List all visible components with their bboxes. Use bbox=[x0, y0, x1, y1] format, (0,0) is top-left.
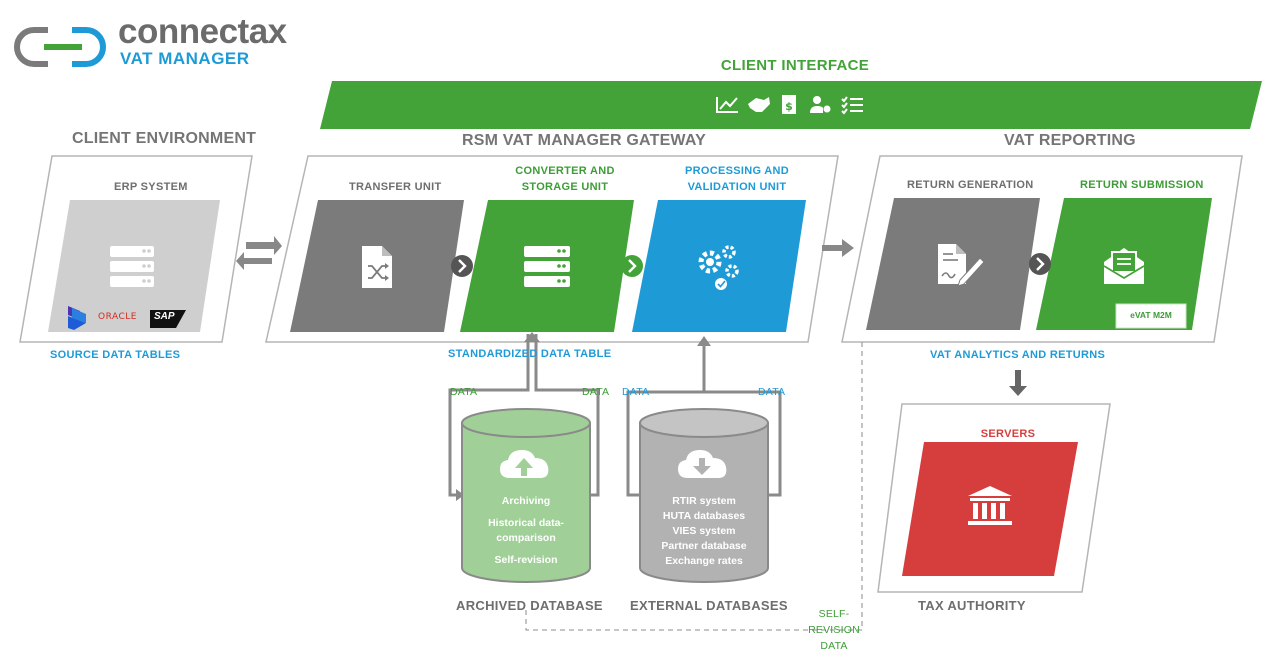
erp-system-label: ERP SYSTEM bbox=[114, 181, 188, 193]
cloud-download-icon bbox=[678, 450, 727, 478]
envelope-document-icon bbox=[1103, 248, 1145, 284]
handshake-icon bbox=[748, 97, 770, 112]
tax-authority-caption: TAX AUTHORITY bbox=[918, 598, 1026, 613]
client-environment-title: CLIENT ENVIRONMENT bbox=[72, 130, 257, 147]
document-sign-icon bbox=[938, 244, 985, 287]
connector-arrow-up-2 bbox=[697, 336, 711, 346]
transfer-unit-label: TRANSFER UNIT bbox=[349, 181, 442, 193]
connector-arrow-up-1 bbox=[524, 332, 540, 342]
archived-database-caption: ARCHIVED DATABASE bbox=[456, 598, 603, 613]
self-revision-label: SELF- REVISION DATA bbox=[808, 608, 860, 652]
bidirectional-arrows bbox=[236, 236, 282, 270]
invoice-icon: $ bbox=[782, 95, 796, 114]
reporting-to-tax-arrow bbox=[1009, 370, 1027, 396]
brand-name: connectax bbox=[118, 12, 287, 51]
circle-arrow-2 bbox=[621, 255, 643, 277]
svg-text:$: $ bbox=[785, 100, 793, 113]
gears-check-icon bbox=[698, 245, 739, 290]
archived-items: Archiving Historical data- comparison Se… bbox=[488, 495, 564, 566]
external-databases-caption: EXTERNAL DATABASES bbox=[630, 598, 788, 613]
data-label-external-left: DATA bbox=[622, 386, 650, 398]
processing-unit-label: PROCESSING AND VALIDATION UNIT bbox=[684, 165, 790, 193]
data-label-external-right: DATA bbox=[758, 386, 786, 398]
checklist-icon bbox=[841, 96, 863, 115]
file-shuffle-icon bbox=[362, 246, 392, 288]
external-cylinder bbox=[639, 408, 769, 583]
connectax-logo-icon bbox=[14, 27, 106, 67]
gateway-to-reporting-arrow bbox=[822, 239, 854, 257]
gateway-title: RSM VAT MANAGER GATEWAY bbox=[462, 132, 707, 149]
evat-badge: eVAT M2M bbox=[1130, 310, 1172, 320]
evat-badge-bg bbox=[1115, 303, 1187, 329]
vat-analytics-caption: VAT ANALYTICS AND RETURNS bbox=[930, 349, 1106, 361]
data-label-archived-right: DATA bbox=[582, 386, 610, 398]
source-data-caption: SOURCE DATA TABLES bbox=[50, 349, 181, 361]
return-submission-label: RETURN SUBMISSION bbox=[1080, 179, 1204, 191]
data-label-archived-left: DATA bbox=[450, 386, 478, 398]
sap-logo: SAP bbox=[154, 311, 175, 322]
sap-logo-icon bbox=[150, 310, 186, 328]
archived-cylinder bbox=[461, 408, 591, 583]
standardized-data-caption: STANDARDIZED DATA TABLE bbox=[448, 348, 612, 360]
erp-server-icon bbox=[110, 246, 154, 287]
connector-arrow-right-1 bbox=[456, 489, 464, 501]
bank-icon bbox=[968, 486, 1012, 525]
client-interface-title: CLIENT INTERFACE bbox=[720, 57, 870, 74]
cloud-upload-icon bbox=[500, 450, 549, 478]
external-items: RTIR system HUTA databases VIES system P… bbox=[661, 495, 747, 567]
oracle-logo: ORACLE bbox=[98, 312, 137, 322]
external-connectors bbox=[626, 338, 782, 497]
self-revision-dashed-line bbox=[525, 342, 863, 631]
user-settings-icon bbox=[810, 96, 831, 113]
return-generation-label: RETURN GENERATION bbox=[907, 179, 1034, 191]
circle-arrow-1 bbox=[451, 255, 473, 277]
vat-reporting-title: VAT REPORTING bbox=[1004, 132, 1136, 149]
chart-icon bbox=[716, 97, 738, 113]
circle-arrow-3 bbox=[1029, 253, 1051, 275]
storage-server-icon bbox=[524, 246, 570, 287]
servers-label: SERVERS bbox=[980, 428, 1036, 440]
servers-card bbox=[902, 442, 1078, 576]
dynamics-logo-icon bbox=[68, 306, 86, 330]
converter-unit-label: CONVERTER AND STORAGE UNIT bbox=[515, 165, 615, 193]
product-name: VAT MANAGER bbox=[120, 49, 250, 68]
archived-connectors bbox=[448, 334, 600, 497]
